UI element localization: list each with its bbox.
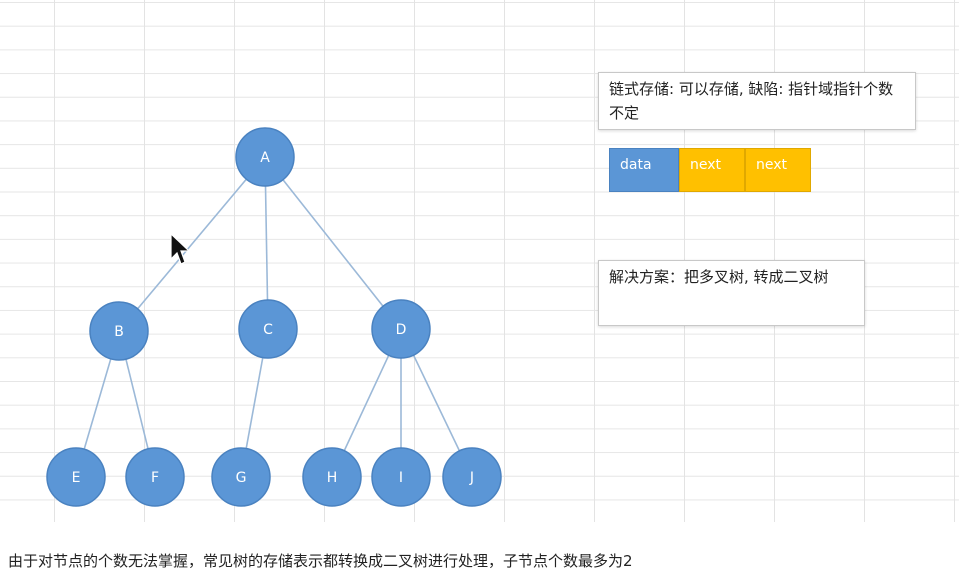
next-field-1: next (679, 148, 745, 192)
tree-node-circle (442, 447, 502, 507)
solution-text: 解决方案：把多叉树, 转成二叉树 (609, 268, 829, 286)
tree-node-c: C (238, 299, 298, 359)
tree-node-label: J (469, 470, 474, 486)
tree-node-d: D (371, 299, 431, 359)
tree-node-circle (238, 299, 298, 359)
tree-node-circle (125, 447, 185, 507)
tree-node-a: A (235, 127, 295, 187)
tree-node-label: G (236, 470, 247, 486)
tree-node-label: D (396, 322, 407, 338)
solution-note: 解决方案：把多叉树, 转成二叉树 (598, 260, 865, 326)
linked-storage-note: 链式存储: 可以存储, 缺陷: 指针域指针个数不定 (598, 72, 916, 130)
tree-node-label: B (114, 324, 124, 340)
tree-node-e: E (46, 447, 106, 507)
tree-node-j: J (442, 447, 502, 507)
tree-node-circle (89, 301, 149, 361)
tree-node-label: A (260, 150, 270, 166)
tree-node-circle (302, 447, 362, 507)
tree-node-circle (235, 127, 295, 187)
tree-node-label: F (151, 470, 159, 486)
tree-node-label: E (72, 470, 81, 486)
tree-diagram: A B C D E F G H I J (46, 127, 502, 507)
tree-node-f: F (125, 447, 185, 507)
tree-node-label: I (399, 470, 403, 486)
tree-node-label: C (263, 322, 273, 338)
tree-node-circle (371, 447, 431, 507)
tree-node-label: H (327, 470, 338, 486)
tree-node-i: I (371, 447, 431, 507)
tree-node-circle (46, 447, 106, 507)
tree-node-circle (211, 447, 271, 507)
tree-node-h: H (302, 447, 362, 507)
tree-edge-a-d (264, 156, 402, 330)
linked-node-structure: data next next (609, 148, 811, 192)
data-field: data (609, 148, 679, 192)
mouse-cursor-icon (170, 233, 190, 265)
tree-node-circle (371, 299, 431, 359)
tree-node-g: G (211, 447, 271, 507)
linked-storage-text: 链式存储: 可以存储, 缺陷: 指针域指针个数不定 (609, 80, 894, 122)
tree-edge-a-b (118, 156, 266, 332)
caption-text: 由于对节点的个数无法掌握，常见树的存储表示都转换成二叉树进行处理，子节点个数最多… (8, 552, 633, 570)
next-field-2: next (745, 148, 811, 192)
tree-node-b: B (89, 301, 149, 361)
